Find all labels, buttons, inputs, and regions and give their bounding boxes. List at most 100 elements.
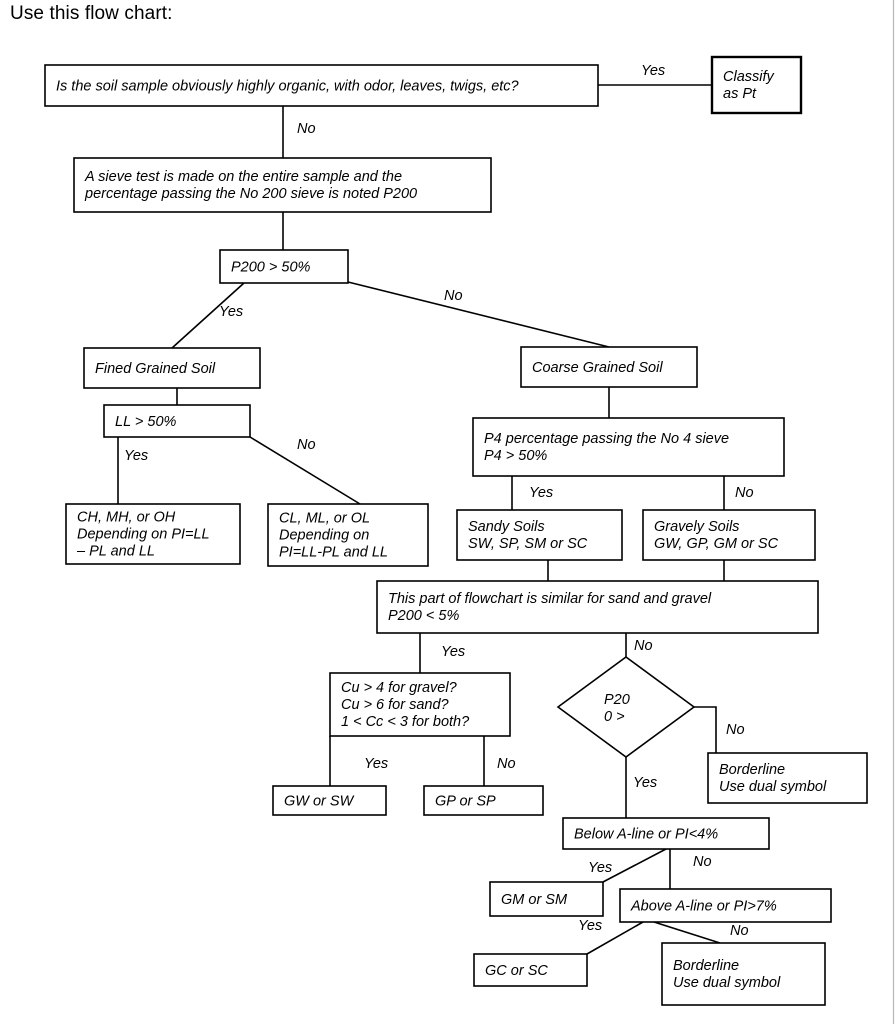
edge-label-e-diamond-no: No [726, 722, 745, 738]
edge-label-e-p4-yes: Yes [529, 485, 553, 501]
edge-label-e-cu-no: No [497, 756, 516, 772]
edge-label-e-below-no: No [693, 854, 712, 870]
edge-label-e-p4-no: No [735, 485, 754, 501]
page-title: Use this flow chart: [10, 3, 173, 24]
flowchart-node-above-a-line[interactable]: Above A-line or PI>7% [619, 888, 832, 923]
edge-label-e-ll-yes: Yes [124, 448, 148, 464]
node-label-coarse-grained-soil: Coarse Grained Soil [532, 360, 663, 376]
flowchart-edge-e-ll-yes: Yes [117, 437, 148, 504]
edge-label-e-cu-yes: Yes [364, 756, 388, 772]
node-shape-rect [73, 157, 492, 213]
flowchart-edge-e-organic-yes: Yes [598, 63, 712, 86]
edge-line [249, 436, 361, 505]
node-shape-rect [267, 503, 429, 567]
node-shape-rect [619, 888, 832, 923]
flowchart-node-cu-cc-question[interactable]: Cu > 4 for gravel?Cu > 6 for sand?1 < Cc… [329, 672, 511, 737]
node-shape-rect [423, 785, 544, 816]
node-label-cu-cc-question: Cu > 4 for gravel?Cu > 6 for sand?1 < Cc… [341, 680, 470, 730]
node-shape-rect [456, 509, 623, 561]
node-shape-rect [329, 672, 511, 737]
node-label-below-a-line: Below A-line or PI<4% [574, 827, 718, 843]
node-label-gw-or-sw: GW or SW [284, 794, 355, 810]
flowchart-edge-e-ll-no: No [249, 436, 361, 505]
node-label-sieve-test: A sieve test is made on the entire sampl… [84, 169, 417, 202]
flowchart-edge-e-above-yes: Yes [578, 918, 644, 955]
edge-label-e-above-no: No [730, 923, 749, 939]
flowchart-node-gc-or-sc[interactable]: GC or SC [473, 953, 588, 987]
flowchart-edge-e-p200-no: No [347, 281, 610, 348]
node-shape-rect [562, 817, 770, 850]
flowchart-edge-e-similar-no: No [625, 633, 653, 657]
flowchart-node-p200-gt-50[interactable]: P200 > 50% [219, 249, 349, 284]
flowchart-node-gw-or-sw[interactable]: GW or SW [272, 785, 387, 816]
node-shape-rect [103, 404, 251, 438]
flowchart-nodes: Is the soil sample obviously highly orga… [44, 55, 868, 1006]
node-shape-rect [710, 55, 803, 115]
flowchart-edge-e-p4-yes: Yes [511, 476, 553, 510]
node-shape-diamond [556, 656, 696, 758]
edge-line [602, 848, 667, 883]
flowchart-node-fine-grained-soil[interactable]: Fined Grained Soil [83, 347, 261, 389]
node-shape-rect [376, 580, 819, 634]
node-label-ll-gt-50: LL > 50% [115, 414, 177, 430]
node-label-organic-question: Is the soil sample obviously highly orga… [56, 79, 520, 95]
node-shape-rect [489, 881, 604, 917]
node-shape-rect [65, 503, 241, 565]
flowchart-node-sieve-test[interactable]: A sieve test is made on the entire sampl… [73, 157, 492, 213]
flowchart-edge-e-cu-no: No [483, 736, 516, 786]
edge-label-e-above-yes: Yes [578, 918, 602, 934]
flowchart-node-similar-part[interactable]: This part of flowchart is similar for sa… [376, 580, 819, 634]
edge-label-e-ll-no: No [297, 437, 316, 453]
edge-label-e-organic-yes: Yes [641, 63, 665, 79]
flowchart-node-ll-gt-50[interactable]: LL > 50% [103, 404, 251, 438]
flowchart-node-gp-or-sp[interactable]: GP or SP [423, 785, 544, 816]
flowchart-node-below-a-line[interactable]: Below A-line or PI<4% [562, 817, 770, 850]
flowchart-edge-e-p200-yes: Yes [171, 282, 245, 349]
node-label-gp-or-sp: GP or SP [435, 794, 496, 810]
flowchart-edge-e-below-yes: Yes [588, 848, 667, 883]
flowchart-node-gm-or-sm[interactable]: GM or SM [489, 881, 604, 917]
flowchart-edge-e-similar-yes: Yes [419, 633, 465, 673]
flowchart-edge-e-cu-yes: Yes [329, 736, 388, 786]
node-shape-rect [642, 509, 816, 561]
edge-label-e-below-yes: Yes [588, 860, 612, 876]
flowchart-edge-e-p4-no: No [723, 476, 754, 510]
flowchart-edge-e-diamond-yes: Yes [625, 757, 657, 818]
edge-label-e-similar-yes: Yes [441, 644, 465, 660]
edge-line [653, 921, 721, 944]
edge-label-e-organic-no: No [297, 121, 316, 137]
flowchart-edge-e-above-no: No [653, 921, 749, 944]
node-shape-rect [661, 942, 826, 1006]
node-shape-rect [707, 752, 868, 804]
flowchart-node-organic-question[interactable]: Is the soil sample obviously highly orga… [44, 64, 599, 107]
flowchart-node-coarse-grained-soil[interactable]: Coarse Grained Soil [520, 346, 698, 388]
node-label-gc-or-sc: GC or SC [485, 963, 548, 979]
node-label-above-a-line: Above A-line or PI>7% [630, 899, 777, 915]
node-shape-rect [472, 417, 785, 477]
edge-line [171, 282, 245, 349]
node-shape-rect [272, 785, 387, 816]
edge-label-e-p200-yes: Yes [219, 304, 243, 320]
node-shape-rect [473, 953, 588, 987]
node-label-fine-grained-soil: Fined Grained Soil [95, 361, 216, 377]
